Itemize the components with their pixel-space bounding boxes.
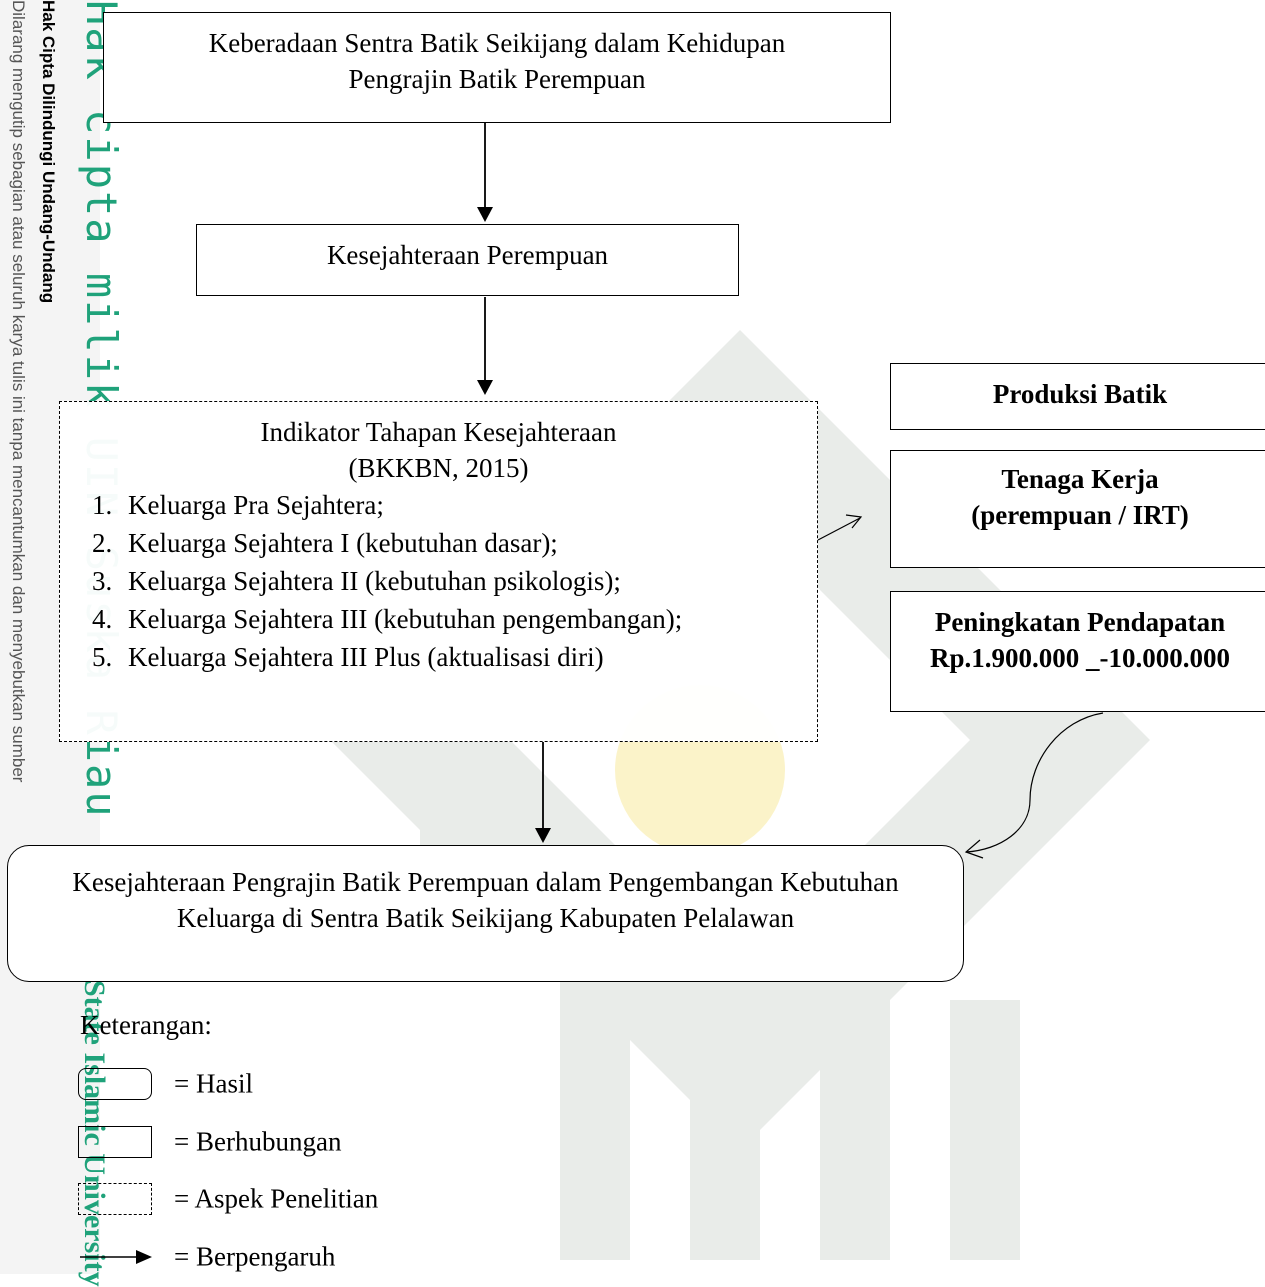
- welfare-box: Kesejahteraan Perempuan: [196, 224, 739, 296]
- source-box-line-1: Keberadaan Sentra Batik Seikijang dalam …: [208, 28, 786, 58]
- production-label: Produksi Batik: [992, 379, 1168, 409]
- source-box-line-2: Pengrajin Batik Perempuan: [348, 64, 646, 94]
- watermark-block: [420, 760, 530, 850]
- watermark-pillar-2: [690, 930, 760, 1260]
- legend-arrow-icon: [80, 1249, 152, 1264]
- welfare-box-label: Kesejahteraan Perempuan: [326, 240, 609, 270]
- arrow-income-to-result: [965, 712, 1104, 853]
- legend-rounded-symbol: [78, 1067, 152, 1100]
- list-item: 2.Keluarga Sejahtera I (kebutuhan dasar)…: [92, 528, 558, 558]
- list-item: 1.Keluarga Pra Sejahtera;: [92, 490, 384, 520]
- labor-box: Tenaga Kerja (perempuan / IRT): [890, 450, 1265, 568]
- indicator-box: Indikator Tahapan Kesejahteraan (BKKBN, …: [59, 401, 818, 742]
- labor-label-1: Tenaga Kerja: [1001, 464, 1159, 494]
- arrowhead-open-2: [964, 839, 984, 859]
- labor-label-2: (perempuan / IRT): [971, 500, 1189, 530]
- source-box: Keberadaan Sentra Batik Seikijang dalam …: [103, 12, 891, 123]
- indicator-source: (BKKBN, 2015): [348, 453, 529, 483]
- list-item: 5.Keluarga Sejahtera III Plus (aktualisa…: [92, 642, 604, 672]
- result-box-line-2: Keluarga di Sentra Batik Seikijang Kabup…: [176, 903, 795, 933]
- copyright-notice: Hak Cipta Dilindungi Undang-Undang: [39, 0, 58, 304]
- copyright-subnotice: Dilarang mengutip sebagian atau seluruh …: [9, 0, 28, 783]
- arrowhead-2: [477, 380, 493, 395]
- indicator-list: 1.Keluarga Pra Sejahtera; 2.Keluarga Sej…: [60, 486, 817, 676]
- watermark-pillar-4: [950, 1000, 1020, 1260]
- income-label-1: Peningkatan Pendapatan: [934, 607, 1226, 637]
- arrowhead-1: [477, 207, 493, 222]
- legend-title: Keterangan:: [80, 1010, 212, 1040]
- watermark-pillar-3: [820, 960, 890, 1260]
- result-box: Kesejahteraan Pengrajin Batik Perempuan …: [7, 845, 964, 982]
- legend-dashed-symbol: [78, 1182, 152, 1215]
- income-label-2: Rp.1.900.000 _-10.000.000: [929, 643, 1230, 673]
- list-item: 4.Keluarga Sejahtera III (kebutuhan peng…: [92, 604, 683, 634]
- production-box: Produksi Batik: [890, 363, 1265, 430]
- legend-rect-symbol: [78, 1125, 152, 1158]
- legend-item-influence: = Berpengaruh: [78, 1239, 335, 1272]
- list-item: 3.Keluarga Sejahtera II (kebutuhan psiko…: [92, 566, 621, 596]
- result-box-line-1: Kesejahteraan Pengrajin Batik Perempuan …: [72, 867, 899, 897]
- income-box: Peningkatan Pendapatan Rp.1.900.000 _-10…: [890, 591, 1265, 712]
- watermark-text-2: State Islamic University: [78, 980, 111, 1287]
- watermark-pillar-1: [560, 960, 630, 1260]
- legend-item-aspect: = Aspek Penelitian: [78, 1181, 378, 1215]
- indicator-title: Indikator Tahapan Kesejahteraan: [260, 417, 617, 447]
- legend-item-result: = Hasil: [78, 1066, 253, 1100]
- arrowhead-open-1: [845, 514, 863, 529]
- legend-item-related: = Berhubungan: [78, 1124, 341, 1158]
- arrowhead-3: [535, 828, 551, 843]
- arrow-indicator-to-side: [817, 517, 861, 541]
